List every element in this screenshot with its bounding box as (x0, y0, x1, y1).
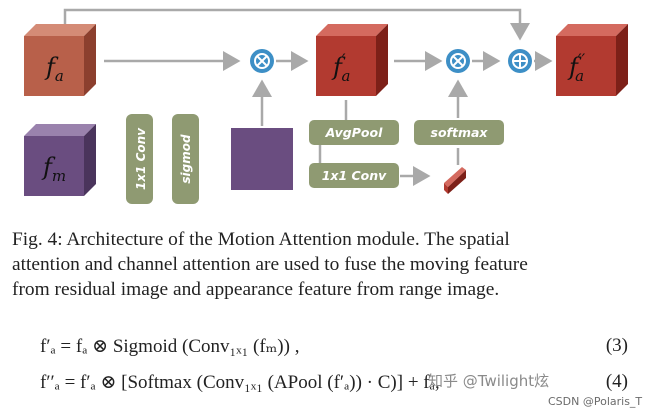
conv1-box: 1x1 Conv (126, 114, 153, 204)
fa-prime-cube: f′a (316, 24, 388, 96)
sigmoid-box: sigmod (172, 114, 199, 204)
conv2-box: 1x1 Conv (309, 163, 399, 188)
svg-text:sigmod: sigmod (179, 134, 193, 184)
equation-4: f′′ₐ = f′ₐ ⊗ [Softmax (Conv₁ₓ₁ (APool (f… (40, 372, 440, 393)
equation-3: f′ₐ = fₐ ⊗ Sigmoid (Conv₁ₓ₁ (fₘ)) , (40, 336, 300, 357)
svg-text:f′a: f′a (331, 50, 350, 85)
add-op (508, 49, 532, 73)
fm-cube: fm (24, 124, 96, 196)
multiply-op-1 (250, 49, 274, 73)
skip-connection-arrow (63, 8, 530, 41)
svg-text:1x1 Conv: 1x1 Conv (134, 127, 148, 190)
fa-double-prime-cube: f′′a (556, 24, 628, 96)
svg-text:softmax: softmax (431, 125, 489, 140)
equation-4-number: (4) (605, 371, 628, 392)
spatial-attention-map (231, 128, 293, 190)
channel-attention-vector (444, 167, 466, 194)
caption-line-3: from residual image and appearance featu… (12, 279, 500, 300)
zhihu-watermark: 知乎 @Twilight炫 (428, 372, 550, 390)
avgpool-box: AvgPool (309, 120, 399, 145)
fa-cube: fa (24, 24, 96, 96)
softmax-box: softmax (414, 120, 504, 145)
caption-line-2: attention and channel attention are used… (12, 254, 528, 275)
svg-text:AvgPool: AvgPool (325, 125, 383, 140)
caption-line-1: Fig. 4: Architecture of the Motion Atten… (12, 229, 510, 250)
svg-text:f′′a: f′′a (567, 50, 586, 85)
multiply-op-2 (446, 49, 470, 73)
svg-text:1x1 Conv: 1x1 Conv (322, 168, 387, 183)
architecture-diagram: fa fm 1x1 Conv sigmod f′a (24, 8, 628, 204)
equation-3-number: (3) (605, 335, 628, 356)
csdn-watermark: CSDN @Polaris_T (548, 395, 643, 408)
